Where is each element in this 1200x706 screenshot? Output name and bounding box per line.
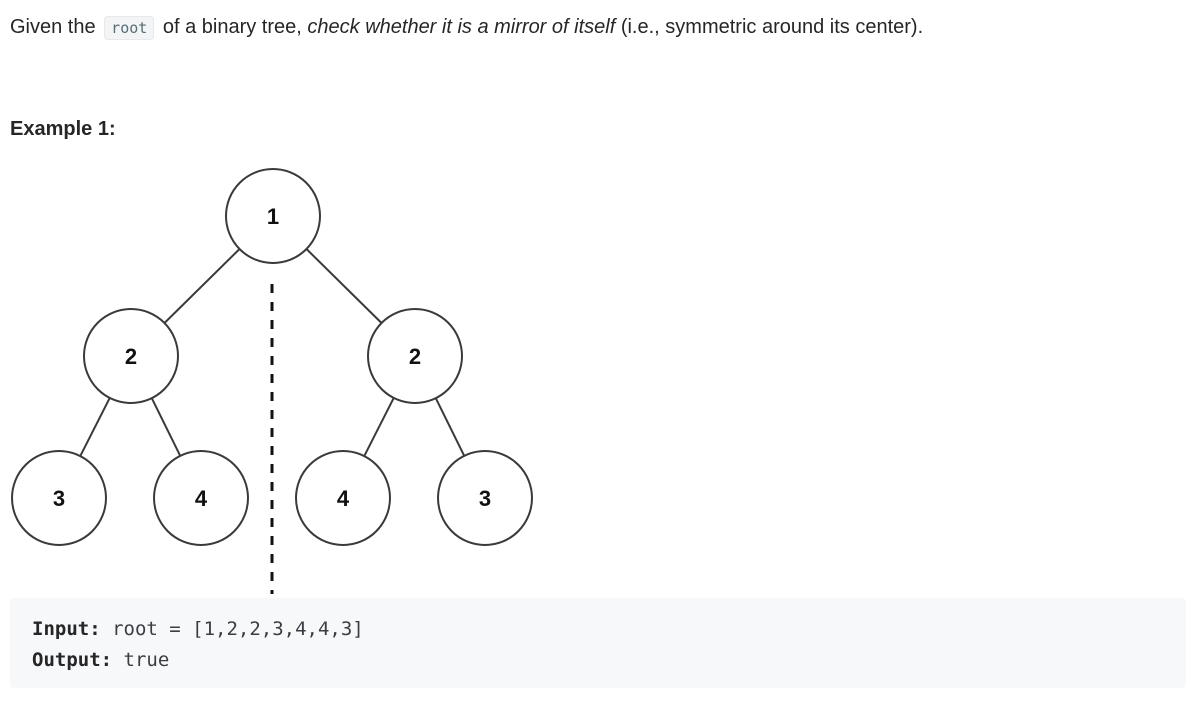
example-title: Example 1: [10, 118, 116, 140]
example-io-block: Input: root = [1,2,2,3,4,4,3] Output: tr… [10, 598, 1186, 688]
tree-node: 3 [11, 450, 107, 546]
tree-node-circle [437, 450, 533, 546]
description-suffix: (i.e., symmetric around its center). [620, 16, 924, 38]
tree-edge [363, 397, 395, 457]
tree-edge [305, 248, 383, 324]
input-line: Input: root = [1,2,2,3,4,4,3] [32, 614, 1164, 645]
tree-node-value: 2 [125, 344, 137, 369]
tree-node-circle [367, 308, 463, 404]
tree-edge [79, 397, 111, 457]
tree-node-value: 4 [195, 486, 208, 511]
output-line: Output: true [32, 645, 1164, 676]
description-emphasis: check whether it is a mirror of itself [307, 16, 616, 38]
tree-node: 3 [437, 450, 533, 546]
tree-node: 4 [295, 450, 391, 546]
tree-edge [150, 397, 182, 457]
tree-node: 2 [83, 308, 179, 404]
tree-node-circle [11, 450, 107, 546]
tree-node: 1 [225, 168, 321, 264]
tree-node: 4 [153, 450, 249, 546]
tree-node-value: 4 [337, 486, 350, 511]
input-value: root = [1,2,2,3,4,4,3] [112, 618, 364, 640]
tree-node-value: 1 [267, 204, 279, 229]
tree-node-circle [83, 308, 179, 404]
tree-node-value: 3 [53, 486, 65, 511]
output-value: true [123, 649, 170, 671]
tree-svg: 1 2 2 3 4 4 3 [11, 168, 533, 594]
input-label: Input: [32, 618, 101, 640]
binary-tree-diagram: 1 2 2 3 4 4 3 [0, 160, 560, 600]
tree-edge [434, 397, 466, 457]
tree-node-value: 2 [409, 344, 421, 369]
tree-node-circle [153, 450, 249, 546]
output-label: Output: [32, 649, 113, 671]
tree-node-circle [225, 168, 321, 264]
problem-description: Given the root of a binary tree, check w… [10, 14, 923, 41]
tree-node: 2 [367, 308, 463, 404]
tree-node-circle [295, 450, 391, 546]
tree-node-value: 3 [479, 486, 491, 511]
description-middle: of a binary tree, [162, 16, 302, 38]
description-prefix: Given the [10, 16, 96, 38]
tree-edge [163, 248, 241, 324]
root-code-term: root [104, 16, 155, 40]
